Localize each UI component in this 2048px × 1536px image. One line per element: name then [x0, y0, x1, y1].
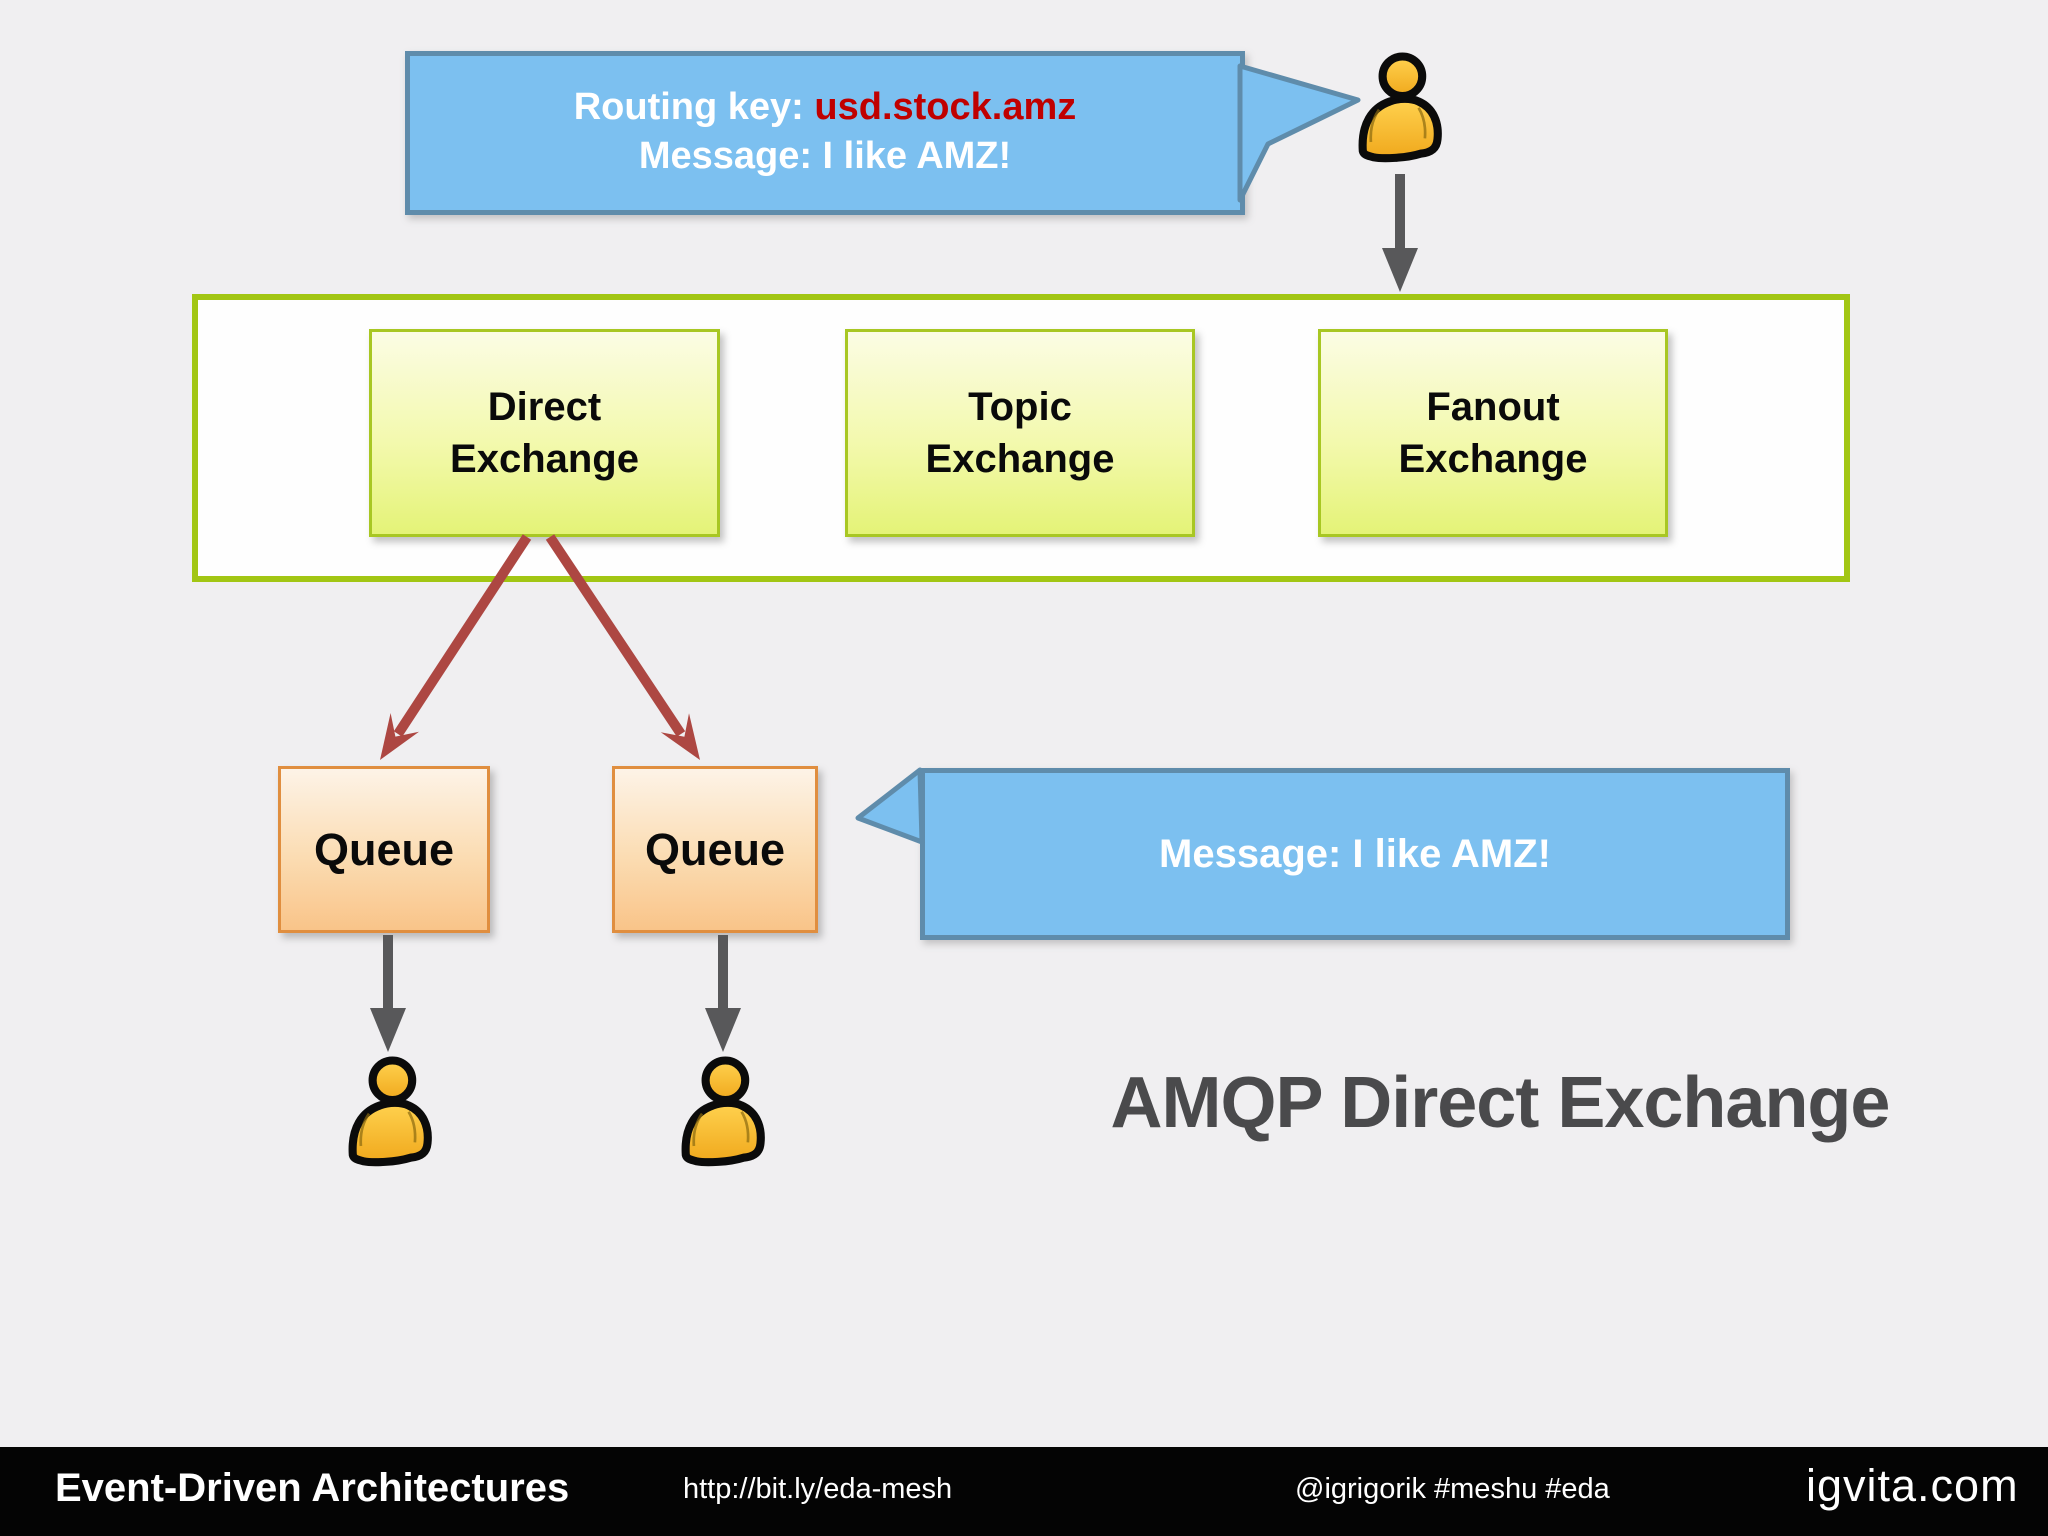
- footer-url: http://bit.ly/eda-mesh: [683, 1473, 953, 1505]
- queue-right-to-consumer-arrow: [705, 935, 741, 1052]
- direct-exchange-line1: Direct: [487, 385, 602, 429]
- routing-key-line: Routing key: usd.stock.amz: [410, 83, 1240, 132]
- routing-key-bubble: Routing key: usd.stock.amz Message: I li…: [405, 51, 1245, 215]
- footer-bar: [0, 1447, 2048, 1536]
- page-title: AMQP Direct Exchange: [1110, 1063, 1891, 1143]
- direct-exchange-box: Direct Exchange: [369, 329, 720, 537]
- producer-person-icon: [1363, 57, 1438, 159]
- routing-message-line: Message: I like AMZ!: [638, 135, 1012, 177]
- footer-social-tags: @igrigorik #meshu #eda: [1295, 1473, 1610, 1505]
- delivered-message-bubble: Message: I like AMZ!: [920, 768, 1790, 940]
- consumer-left-person-icon: [353, 1061, 428, 1163]
- topic-exchange-line1: Topic: [968, 385, 1072, 429]
- queue-box-right: Queue: [612, 766, 818, 933]
- queue-left-to-consumer-arrow: [370, 935, 406, 1052]
- footer-site-logo: igvita.com: [1806, 1460, 2019, 1511]
- routing-key-prefix: Routing key:: [573, 86, 815, 128]
- delivery-bubble-pointer: [855, 767, 925, 845]
- fanout-exchange-line1: Fanout: [1426, 385, 1560, 429]
- direct-exchange-line2: Exchange: [450, 437, 639, 481]
- routing-key-value: usd.stock.amz: [814, 86, 1077, 128]
- queue-box-left: Queue: [278, 766, 490, 933]
- footer-deck-title: Event-Driven Architectures: [55, 1466, 570, 1510]
- consumer-right-person-icon: [686, 1061, 761, 1163]
- producer-to-exchange-arrow: [1382, 174, 1418, 292]
- delivered-message-text: Message: I like AMZ!: [1159, 832, 1551, 876]
- fanout-exchange-line2: Exchange: [1398, 437, 1588, 481]
- routing-bubble-pointer: [1237, 63, 1361, 203]
- topic-exchange-line2: Exchange: [925, 437, 1115, 481]
- topic-exchange-box: Topic Exchange: [845, 329, 1195, 537]
- queue-right-label: Queue: [644, 823, 786, 875]
- queue-left-label: Queue: [313, 823, 455, 875]
- fanout-exchange-box: Fanout Exchange: [1318, 329, 1668, 537]
